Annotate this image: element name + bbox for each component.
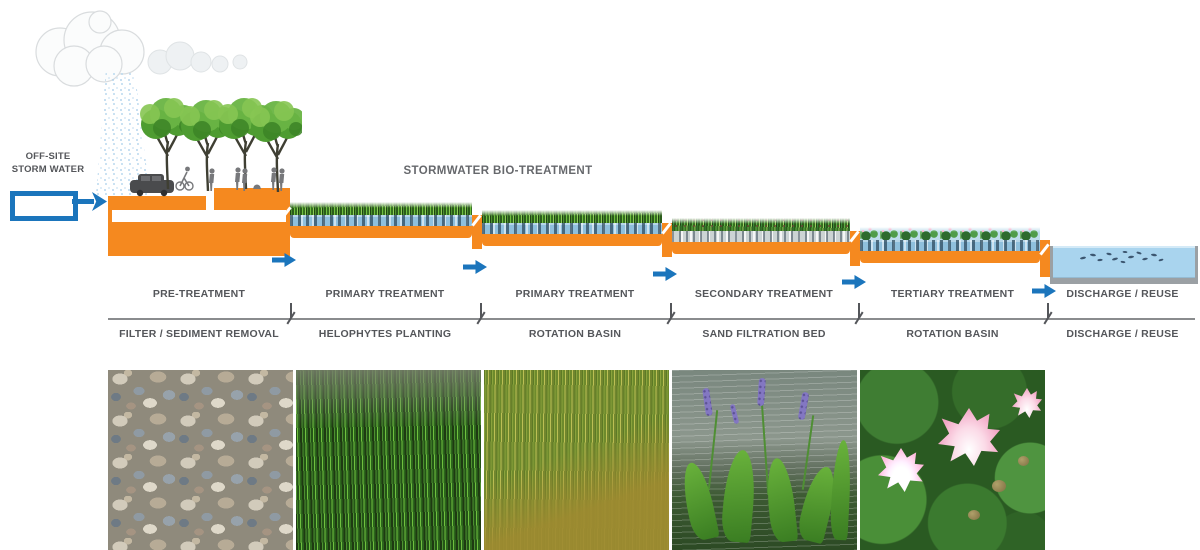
photo-rotation-basin-sedges	[484, 370, 669, 550]
tick-mark	[480, 303, 482, 318]
gravel-layer	[860, 240, 1040, 251]
stage-label-tertiary-treatment: TERTIARY TREATMENT	[890, 288, 1015, 300]
street-scene	[130, 96, 302, 197]
step-wall	[1040, 240, 1050, 277]
lotus-flower	[938, 408, 1000, 466]
method-label-rotation-basin-2: ROTATION BASIN	[906, 328, 999, 340]
grass-layer	[482, 210, 662, 223]
method-label-filter-sediment: FILTER / SEDIMENT REMOVAL	[119, 328, 279, 340]
gravel-layer	[290, 215, 472, 226]
offsite-label-line1: OFF-SITE	[25, 151, 71, 162]
filter-band	[112, 210, 286, 222]
pre-treatment-block	[108, 196, 290, 256]
lotus-bud	[1012, 388, 1042, 418]
tick-mark	[1047, 303, 1049, 318]
stage-label-pre-treatment: PRE-TREATMENT	[152, 288, 246, 300]
cyclist-icon	[175, 166, 194, 191]
offsite-storm-water-label: OFF-SITE STORM WATER	[0, 150, 96, 176]
orange-tray	[672, 242, 850, 254]
photo-pickerelweed	[672, 370, 857, 550]
sidewalk-slab	[214, 188, 290, 198]
sand-layer	[672, 231, 850, 242]
step-wall	[662, 223, 672, 257]
leaf	[720, 448, 758, 544]
seed-pod	[968, 510, 980, 520]
inlet-arrow	[72, 199, 94, 204]
fish-shoal-icon	[1080, 250, 1164, 264]
inlet-box	[10, 191, 78, 221]
tick-mark	[670, 303, 672, 318]
step-wall	[850, 231, 860, 266]
stage-label-discharge-reuse: DISCHARGE / REUSE	[1066, 288, 1179, 300]
flowering-vegetation-layer	[860, 227, 1040, 240]
pickerel-flower	[797, 391, 810, 421]
basin-sand-filtration	[672, 218, 850, 254]
photo-lotus	[860, 370, 1045, 550]
plant-stem	[801, 415, 815, 490]
photo-gravel-filter	[108, 370, 293, 550]
curb-gap	[206, 196, 214, 210]
divider-rule	[108, 318, 1195, 320]
tick-mark	[858, 303, 860, 318]
pickerel-flower	[757, 377, 766, 407]
offsite-label-line2: STORM WATER	[11, 164, 85, 175]
plant-stem	[707, 410, 719, 490]
tick-mark	[290, 303, 292, 318]
lotus-flower	[878, 448, 924, 492]
stage-label-primary-treatment-2: PRIMARY TREATMENT	[515, 288, 635, 300]
method-label-discharge-reuse: DISCHARGE / REUSE	[1066, 328, 1179, 340]
leaf	[829, 439, 853, 541]
orange-tray	[860, 251, 1040, 263]
leaf	[763, 456, 799, 544]
flow-arrow-icon	[463, 259, 487, 275]
seed-pod	[1018, 456, 1029, 466]
gravel-layer	[482, 223, 662, 234]
basin-rotation-1	[482, 210, 662, 246]
seed-pod	[992, 480, 1006, 492]
method-label-rotation-basin-1: ROTATION BASIN	[528, 328, 622, 340]
pickerel-flower	[729, 403, 740, 425]
step-wall	[472, 215, 482, 249]
basin-helophytes	[290, 202, 472, 238]
stage-label-secondary-treatment: SECONDARY TREATMENT	[694, 288, 834, 300]
stage-label-primary-treatment-1: PRIMARY TREATMENT	[325, 288, 445, 300]
orange-tray	[290, 226, 472, 238]
basin-rotation-2	[860, 227, 1040, 263]
pickerel-flower	[702, 387, 713, 417]
orange-tray	[482, 234, 662, 246]
method-label-helophytes: HELOPHYTES PLANTING	[318, 328, 452, 340]
leaf	[678, 460, 720, 542]
discharge-pool	[1050, 246, 1198, 284]
dog-icon	[253, 184, 261, 189]
helophyte-grass-layer	[290, 202, 472, 215]
car-icon	[130, 174, 174, 197]
diagram-title: STORMWATER BIO-TREATMENT	[403, 165, 593, 177]
photo-strip	[108, 370, 1049, 550]
bushy-vegetation-layer	[672, 218, 850, 231]
photo-helophyte-grasses	[296, 370, 481, 550]
method-label-sand-filtration: SAND FILTRATION BED	[702, 328, 826, 340]
flow-arrow-icon	[653, 266, 677, 282]
